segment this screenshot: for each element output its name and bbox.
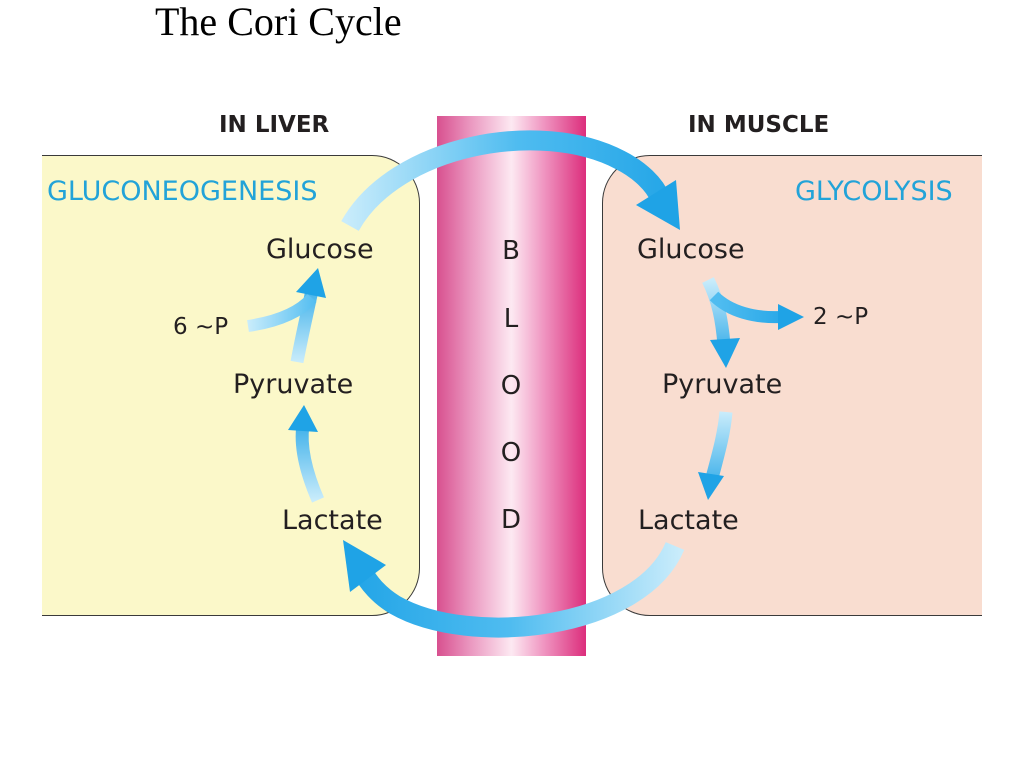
liver-energy-input-label: 6 ~P — [173, 314, 229, 340]
liver-glucose-label: Glucose — [266, 234, 374, 265]
lactate-to-pyruvate-arrow — [288, 405, 324, 503]
pyruvate-to-glucose-arrow — [247, 268, 326, 364]
blood-letter: O — [500, 438, 522, 468]
lactate-transport-arrow — [343, 540, 685, 638]
glucose-to-pyruvate-arrow — [702, 277, 804, 368]
blood-letter: D — [500, 505, 522, 535]
blood-vessel — [437, 116, 586, 656]
liver-lactate-label: Lactate — [282, 505, 383, 536]
blood-letter: B — [502, 236, 520, 266]
liver-panel — [42, 155, 420, 616]
glycolysis-label: GLYCOLYSIS — [795, 176, 953, 207]
glucose-transport-arrow — [341, 130, 680, 232]
liver-header: IN LIVER — [219, 112, 330, 138]
blood-letter: L — [503, 304, 519, 334]
slide-title: The Cori Cycle — [155, 0, 402, 44]
muscle-lactate-label: Lactate — [638, 505, 739, 536]
gluconeogenesis-label: GLUCONEOGENESIS — [47, 176, 318, 207]
muscle-energy-output-label: 2 ~P — [813, 304, 869, 330]
muscle-glucose-label: Glucose — [637, 234, 745, 265]
pyruvate-to-lactate-arrow — [698, 411, 733, 500]
muscle-panel — [602, 155, 982, 616]
blood-letter: O — [500, 371, 522, 401]
muscle-header: IN MUSCLE — [688, 112, 830, 138]
liver-pyruvate-label: Pyruvate — [233, 369, 354, 400]
muscle-pyruvate-label: Pyruvate — [662, 369, 783, 400]
